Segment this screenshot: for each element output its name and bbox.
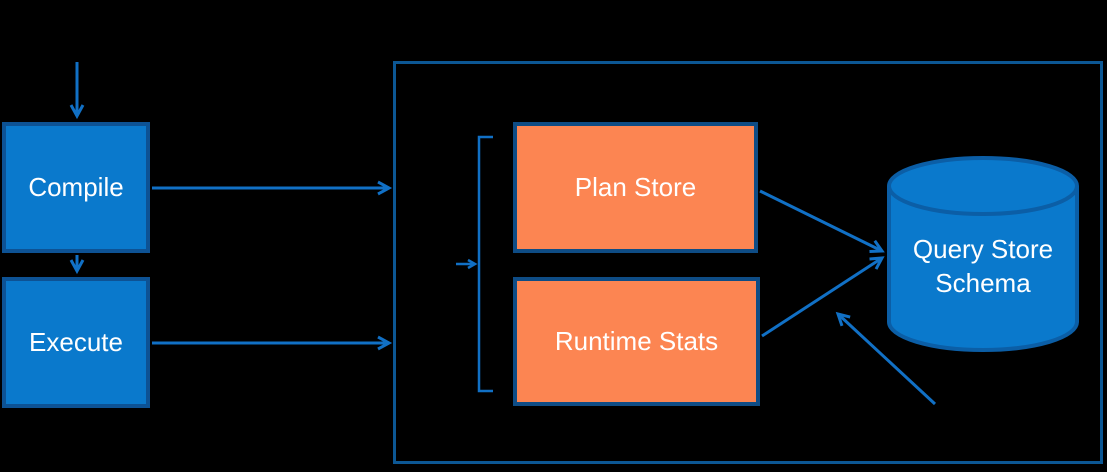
runtime-stats-label: Runtime Stats [554, 326, 719, 356]
execute-node: Execute [2, 277, 150, 408]
compile-label: Compile [28, 172, 124, 202]
execute-label: Execute [29, 327, 123, 357]
query-store-schema-label-line2: Schema [935, 268, 1031, 298]
query-store-schema-label-line1: Query Store [912, 234, 1054, 264]
plan-store-node: Plan Store [513, 122, 758, 253]
runtime-stats-node: Runtime Stats [513, 277, 760, 406]
query-store-container-outline [393, 61, 1103, 464]
query-store-schema-label: Query Store Schema [889, 232, 1077, 300]
compile-node: Compile [2, 122, 150, 253]
plan-store-label: Plan Store [574, 172, 697, 202]
